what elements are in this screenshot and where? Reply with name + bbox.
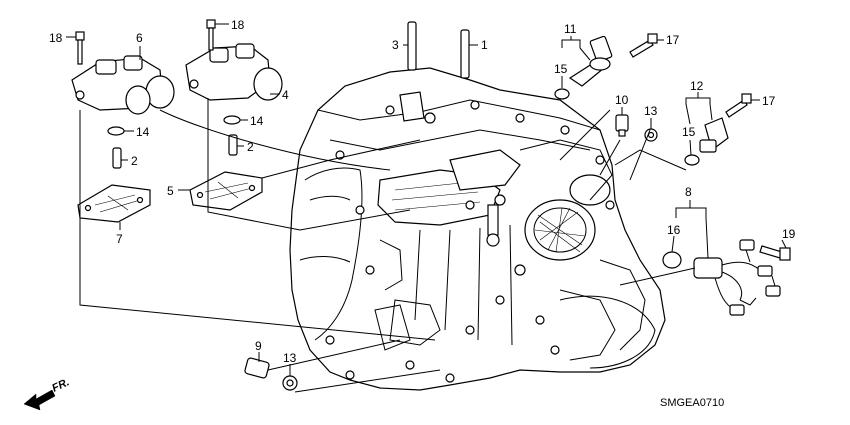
front-direction-indicator: FR. <box>23 376 71 411</box>
callout-12: 12 <box>690 79 704 93</box>
speed-sensor-11 <box>568 35 613 87</box>
callout-7: 7 <box>116 232 123 246</box>
direction-label: FR. <box>50 376 71 394</box>
transmission-housing <box>289 67 666 391</box>
callout-14: 14 <box>250 114 264 128</box>
callout-9: 9 <box>255 339 262 353</box>
o-ring-15-top <box>554 88 570 100</box>
callout-18: 18 <box>49 31 63 45</box>
o-ring-16 <box>662 251 682 269</box>
callout-10: 10 <box>615 93 629 107</box>
plate-5 <box>189 171 263 211</box>
plate-7 <box>77 184 151 223</box>
gear-teeth <box>534 207 586 253</box>
callout-13: 13 <box>283 351 297 365</box>
callout-3: 3 <box>392 38 399 52</box>
callout-4: 4 <box>282 88 289 102</box>
callout-8: 8 <box>685 185 692 199</box>
bolt-17-top <box>629 33 658 58</box>
bolt-bosses <box>325 100 615 383</box>
callout-19: 19 <box>782 227 796 241</box>
callout-5: 5 <box>167 184 174 198</box>
speed-sensor-12 <box>699 117 729 153</box>
callout-labels: 18 6 18 3 1 11 17 15 4 14 14 2 2 10 13 1… <box>49 18 796 365</box>
switch-10 <box>615 114 629 137</box>
callout-15: 15 <box>554 62 568 76</box>
callout-15: 15 <box>682 125 696 139</box>
callout-13: 13 <box>644 104 658 118</box>
o-ring-15-right <box>684 154 700 166</box>
diagram-code: SMGEA0710 <box>660 397 724 409</box>
callout-2: 2 <box>247 140 254 154</box>
callout-16: 16 <box>667 223 681 237</box>
dowel-pin-2-center <box>228 134 238 156</box>
callout-14: 14 <box>136 125 150 139</box>
o-ring-14-center <box>223 115 241 125</box>
callout-18: 18 <box>231 18 245 32</box>
o-ring-14-left <box>107 126 125 136</box>
callout-17: 17 <box>762 94 776 108</box>
dowel-pipe-3 <box>407 21 417 71</box>
bolt-19 <box>759 245 791 261</box>
shift-solenoid-6 <box>71 55 175 115</box>
washer-13-bottom <box>282 375 298 391</box>
dowel-pin-2-left <box>112 147 122 169</box>
callout-17: 17 <box>666 33 680 47</box>
bolt-17-right <box>725 93 752 118</box>
harness-connector-8 <box>693 239 781 316</box>
dowel-pipe-1 <box>460 29 470 79</box>
callout-2: 2 <box>131 154 138 168</box>
plug-9 <box>244 357 270 379</box>
bolt-18-center <box>206 19 216 51</box>
callout-1: 1 <box>481 38 488 52</box>
leader-lines <box>66 23 787 393</box>
callout-11: 11 <box>564 22 577 36</box>
bolt-18-left <box>75 31 85 65</box>
arrow-left-icon <box>23 389 56 411</box>
shift-solenoid-4 <box>185 43 283 101</box>
callout-6: 6 <box>136 31 143 45</box>
